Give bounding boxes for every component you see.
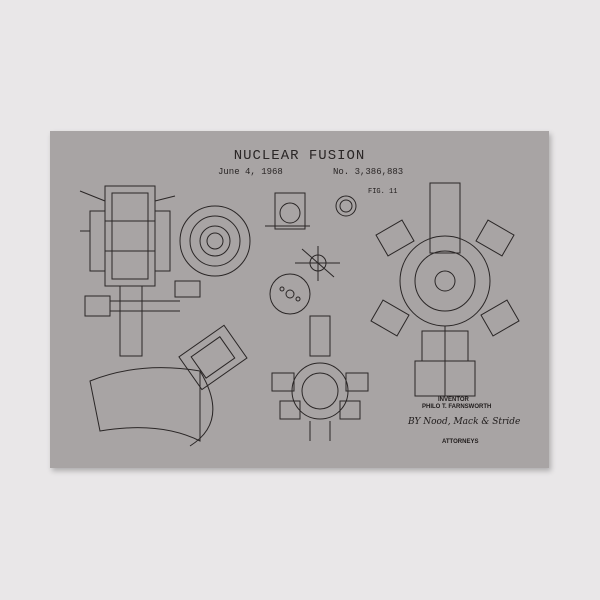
poster-title: NUCLEAR FUSION: [233, 148, 366, 164]
bottom-center-assembly: [271, 315, 369, 441]
patent-drawing: FIG. 11: [79, 182, 520, 447]
star-figure: [295, 246, 340, 281]
patent-poster: FIG. 11 NUCLEAR FUSION June 4, 1968 No. …: [50, 131, 549, 468]
attorney-signature: BY Nood, Mack & Stride: [408, 417, 521, 427]
patent-number: No. 3,386,883: [333, 167, 404, 177]
ring-section: [179, 205, 251, 277]
inventor-label: INVENTOR: [438, 397, 469, 403]
left-cylinder-assembly: [79, 185, 248, 447]
patent-date: June 4, 1968: [218, 167, 283, 177]
gauge-circle: [335, 195, 357, 217]
figure-label: FIG. 11: [368, 188, 397, 196]
disc-figure: [269, 273, 311, 315]
cap-assembly: [265, 192, 310, 230]
inventor-name: PHILO T. FARNSWORTH: [422, 404, 492, 410]
attorneys-label: ATTORNEYS: [442, 439, 479, 445]
right-large-assembly: [370, 182, 520, 397]
